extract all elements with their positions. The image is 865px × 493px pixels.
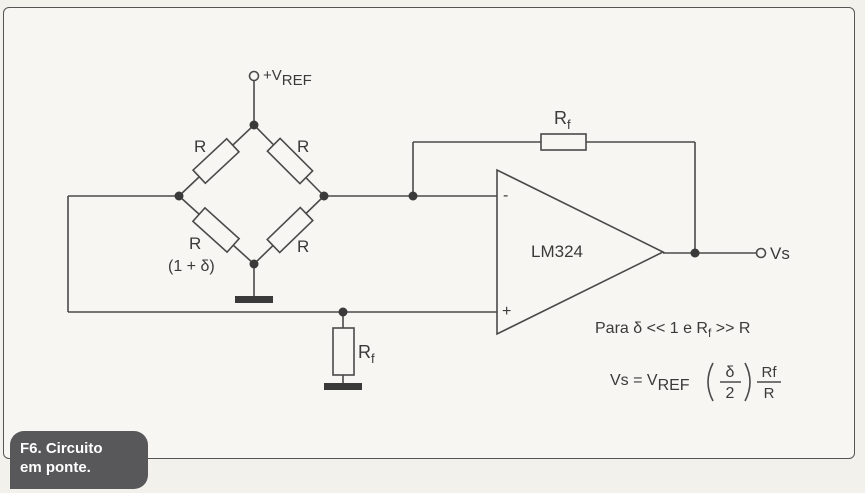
vref-terminal xyxy=(248,70,260,82)
junction-dot-output xyxy=(690,248,700,258)
label-rf-ground: Rf xyxy=(358,342,375,366)
caption-line-1: F6. Circuito xyxy=(20,440,103,457)
label-r-bottom-right: R xyxy=(297,237,309,256)
vref-label: +VREF xyxy=(263,67,312,89)
junction-dot-feedback xyxy=(408,191,418,201)
resistor-rf-ground xyxy=(332,327,355,376)
resistor-r-top-left xyxy=(191,137,241,185)
ground-symbol-rf xyxy=(324,383,362,390)
formula-left-paren xyxy=(707,362,714,402)
vs-terminal xyxy=(755,247,767,259)
vs-label: Vs xyxy=(770,244,790,263)
formula-fraction-denominator: 2 xyxy=(726,385,735,402)
formula-equation-lhs: Vs = VREF xyxy=(610,372,690,394)
label-r-delta-factor: (1 + δ) xyxy=(168,258,215,275)
opamp-triangle xyxy=(496,168,665,336)
figure-panel xyxy=(3,7,855,459)
label-r-bottom-left: R xyxy=(189,234,201,253)
opamp-label: LM324 xyxy=(531,242,583,261)
figure-caption: F6. Circuito em ponte. xyxy=(10,431,148,489)
resistor-r-top-right xyxy=(266,137,314,185)
caption-line-2: em ponte. xyxy=(20,459,91,476)
junction-dot-left xyxy=(174,191,184,201)
formula-right-paren xyxy=(744,362,751,402)
resistor-rf-feedback xyxy=(540,133,587,151)
formula-ratio-denominator: R xyxy=(764,385,775,402)
resistor-r-bottom-right xyxy=(266,206,314,254)
label-r-top-right: R xyxy=(297,137,309,156)
label-r-top-left: R xyxy=(194,137,206,156)
junction-dot-bottom xyxy=(249,259,259,269)
opamp-minus-sign: - xyxy=(503,187,508,204)
junction-dot-right xyxy=(319,191,329,201)
label-rf-feedback: Rf xyxy=(554,108,571,132)
resistor-r-bottom-left xyxy=(191,206,241,254)
formula-fraction-numerator: δ xyxy=(726,364,735,381)
junction-dot-rf xyxy=(338,307,348,317)
ground-symbol-bridge xyxy=(235,296,273,303)
formula-condition: Para δ << 1 e Rf >> R xyxy=(595,320,750,340)
formula-ratio-numerator: Rf xyxy=(762,364,778,381)
opamp-plus-sign: + xyxy=(502,303,511,320)
junction-dot-top xyxy=(249,120,259,130)
